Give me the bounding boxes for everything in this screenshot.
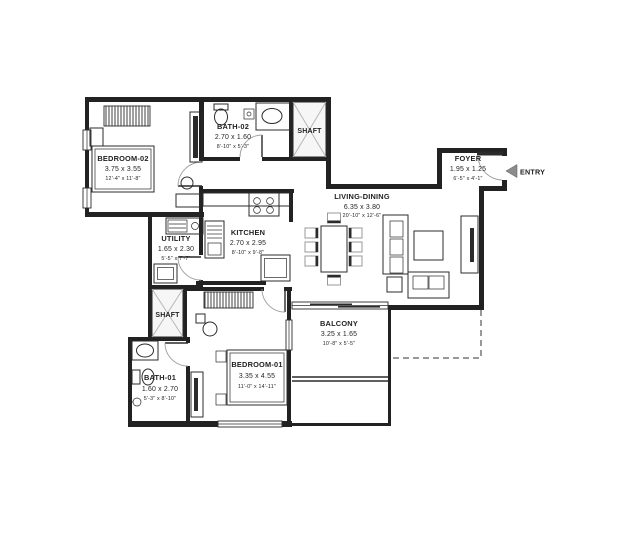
room-labels: BEDROOM-02 3.75 x 3.55 12'-4" x 11'-8" B… xyxy=(97,122,486,402)
bedroom02-furniture xyxy=(89,105,203,208)
wardrobe-hatch-icon xyxy=(203,291,254,309)
sofa-3seat-icon xyxy=(382,214,409,275)
entry-marker: ENTRY xyxy=(505,164,545,178)
corner-table-icon xyxy=(195,313,206,324)
bedroom01-label: BEDROOM-01 xyxy=(231,360,282,369)
kitchen-dim-imperial: 8'-10" x 9'-8" xyxy=(232,250,264,256)
sofa-2seat-icon xyxy=(407,271,450,299)
room-bedroom01: BEDROOM-01 3.35 x 4.55 11'-0" x 14'-11" xyxy=(231,360,282,390)
bedroom02-label: BEDROOM-02 xyxy=(97,154,148,163)
bath02-dim-metric: 2.70 x 1.60 xyxy=(215,134,251,141)
living-dim-metric: 6.35 x 3.80 xyxy=(344,204,380,211)
exterior-walls xyxy=(85,97,507,427)
side-table-icon xyxy=(89,127,104,147)
dining-table-icon xyxy=(320,225,348,273)
coffee-table-icon xyxy=(413,230,444,261)
kitchen-dim-metric: 2.70 x 2.95 xyxy=(230,240,266,247)
sliding-door-balcony xyxy=(291,301,389,310)
balcony-dim-imperial: 10'-8" x 5'-5" xyxy=(323,341,355,347)
bath01-fixtures xyxy=(131,340,159,407)
living-dim-imperial: 20'-10" x 12'-6" xyxy=(343,213,382,219)
balcony-dim-metric: 3.25 x 1.65 xyxy=(321,331,357,338)
kitchen-fixtures xyxy=(202,192,291,282)
fridge-icon xyxy=(204,220,225,259)
utility-dim-metric: 1.65 x 2.30 xyxy=(158,246,194,253)
room-foyer: FOYER 1.95 x 1.25 6'-5" x 4'-1" xyxy=(450,154,486,182)
bath02-label: BATH-02 xyxy=(217,122,249,131)
bed-icon xyxy=(91,145,155,193)
drain-icon xyxy=(243,108,255,120)
shower-icon xyxy=(132,397,142,407)
room-living: LIVING-DINING 6.35 x 3.80 20'-10" x 12'-… xyxy=(334,192,390,219)
door-bath01 xyxy=(164,342,189,367)
toilet-icon xyxy=(131,368,155,386)
shaft-top-label: SHAFT xyxy=(297,128,322,135)
shaft-mid-label: SHAFT xyxy=(155,312,180,319)
windows xyxy=(82,129,389,428)
entry-label: ENTRY xyxy=(520,168,545,177)
balcony-label: BALCONY xyxy=(320,319,358,328)
window-bedroom01-balcony xyxy=(285,319,293,351)
chair-icon xyxy=(180,176,194,190)
door-entry xyxy=(477,151,503,181)
room-kitchen: KITCHEN 2.70 x 2.95 8'-10" x 9'-8" xyxy=(230,228,266,256)
counter-icon xyxy=(202,192,291,207)
utility-fixtures xyxy=(153,217,204,284)
room-bath02: BATH-02 2.70 x 1.60 8'-10" x 5'-3" xyxy=(215,122,251,150)
utility-dim-imperial: 5'-5" x 7'-7" xyxy=(161,256,190,262)
foyer-label: FOYER xyxy=(455,154,482,163)
bed-icon xyxy=(215,349,288,406)
entry-arrow-icon xyxy=(505,164,518,178)
door-bedroom01 xyxy=(261,288,286,313)
door-bedroom02 xyxy=(177,161,203,187)
kitchen-label: KITCHEN xyxy=(231,228,265,237)
shaft-mid: SHAFT xyxy=(151,288,184,338)
foyer-dim-imperial: 6'-5" x 4'-1" xyxy=(453,176,482,182)
door-bath02 xyxy=(239,134,263,158)
washbasin-icon xyxy=(255,102,291,131)
armchair-icon xyxy=(202,321,218,337)
bath01-dim-metric: 1.60 x 2.70 xyxy=(142,386,178,393)
living-label: LIVING-DINING xyxy=(334,192,390,201)
dashed-outline xyxy=(392,310,482,359)
toilet-icon xyxy=(213,103,229,126)
window-bedroom01 xyxy=(217,420,283,428)
washbasin-icon xyxy=(131,340,159,361)
living-furniture xyxy=(304,212,479,299)
room-balcony: BALCONY 3.25 x 1.65 10'-8" x 5'-5" xyxy=(320,319,358,347)
room-bath01: BATH-01 1.60 x 2.70 5'-3" x 8'-10" xyxy=(142,373,178,402)
washer-sink-icon xyxy=(165,217,204,235)
bath02-fixtures xyxy=(213,102,291,131)
side-table2-icon xyxy=(386,276,403,293)
window-bedroom02-b xyxy=(82,187,92,209)
room-bedroom02: BEDROOM-02 3.75 x 3.55 12'-4" x 11'-8" xyxy=(97,154,148,182)
bath01-label: BATH-01 xyxy=(144,373,176,382)
shaft-top: SHAFT xyxy=(292,101,327,158)
bath01-dim-imperial: 5'-3" x 8'-10" xyxy=(144,396,176,402)
dining-chairs xyxy=(304,212,363,286)
bath02-dim-imperial: 8'-10" x 5'-3" xyxy=(217,144,249,150)
foyer-dim-metric: 1.95 x 1.25 xyxy=(450,166,486,173)
interior-walls xyxy=(128,97,330,425)
dresser-icon xyxy=(190,371,204,418)
wardrobe-icon xyxy=(189,111,203,163)
window-bedroom02-a xyxy=(82,129,92,151)
desk-icon xyxy=(175,193,201,208)
utility-label: UTILITY xyxy=(161,234,190,243)
bedroom01-dim-metric: 3.35 x 4.55 xyxy=(239,373,275,380)
bedroom02-dim-metric: 3.75 x 3.55 xyxy=(105,166,141,173)
tv-unit-icon xyxy=(460,215,479,274)
kitchen-counter2-icon xyxy=(260,254,291,282)
headboard-hatch-icon xyxy=(103,105,151,127)
balcony-railing xyxy=(292,376,388,382)
stove-icon xyxy=(248,192,280,217)
utility-counter-icon xyxy=(153,263,178,284)
door-utility xyxy=(177,256,202,281)
bedroom01-dim-imperial: 11'-0" x 14'-11" xyxy=(238,384,276,390)
bedroom01-furniture xyxy=(190,291,288,418)
room-utility: UTILITY 1.65 x 2.30 5'-5" x 7'-7" xyxy=(158,234,194,262)
bedroom02-dim-imperial: 12'-4" x 11'-8" xyxy=(105,176,140,182)
